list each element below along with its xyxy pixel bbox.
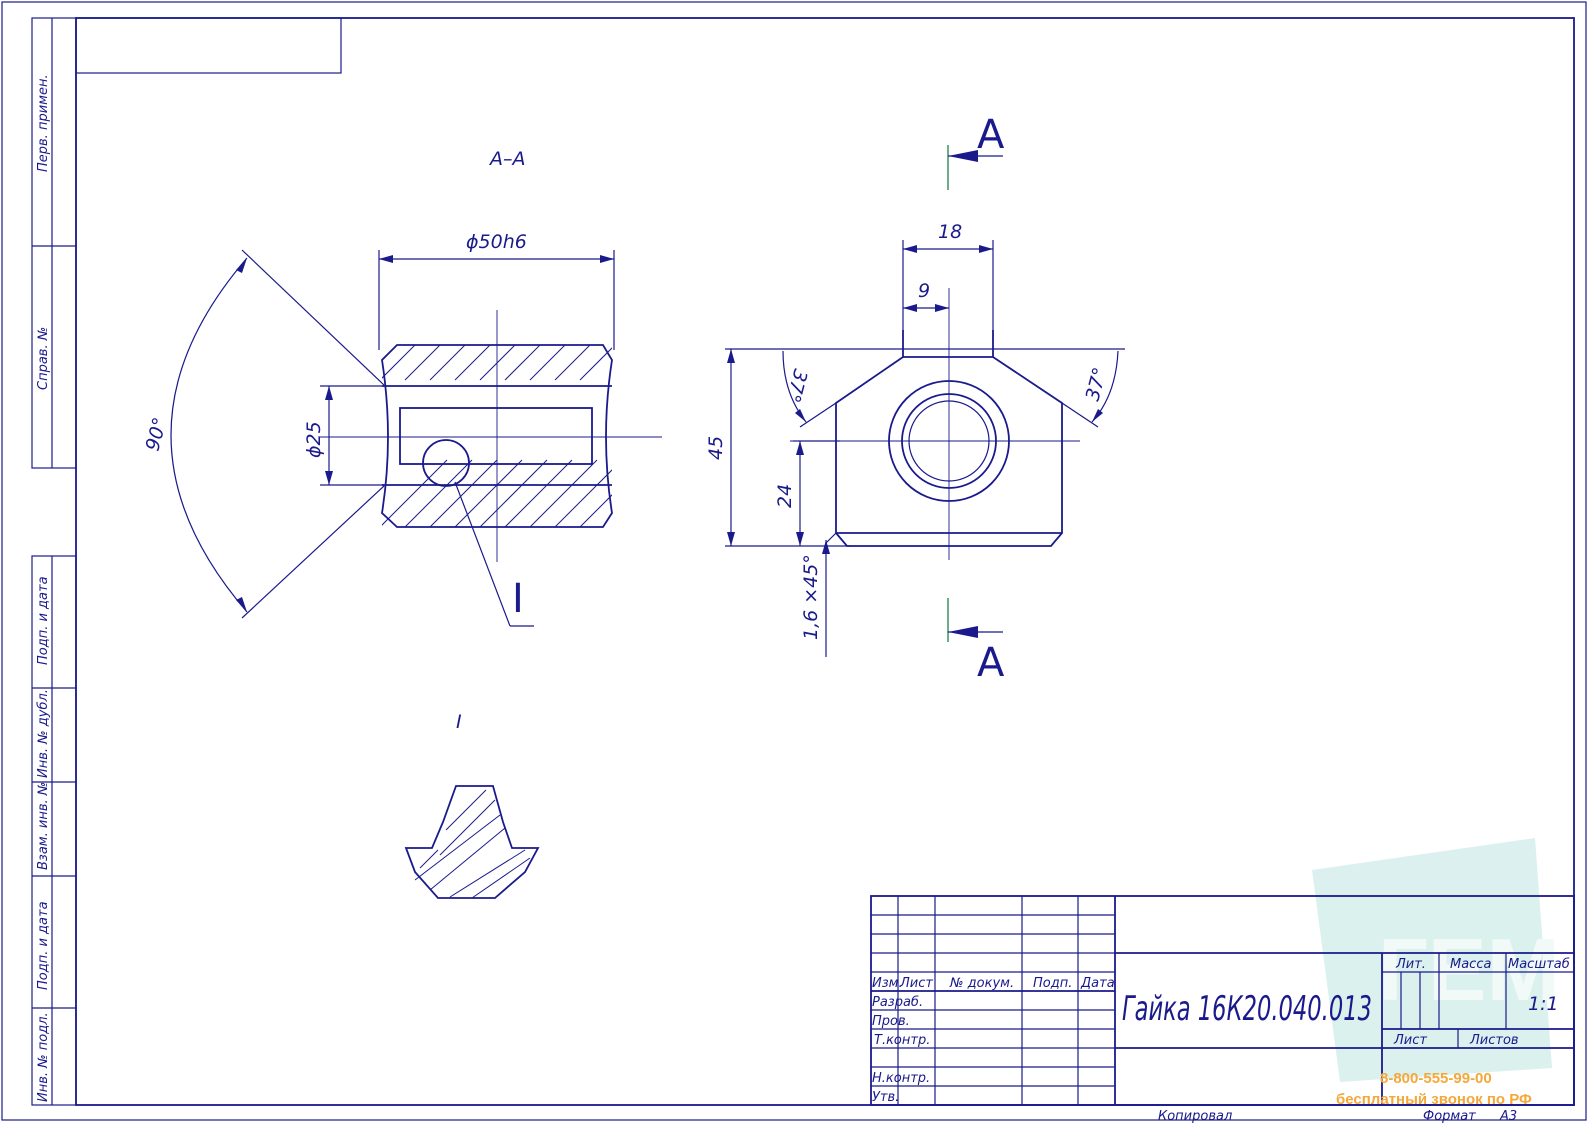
cut-marker-bottom: А [947,598,1005,686]
detail-hatching [414,789,531,899]
cut-letter-bottom: А [977,640,1005,686]
dim-angle-90: 90° [142,249,385,619]
tb-massa: Масса [1450,957,1491,972]
dim-chamfer: 1,6 ×45° [800,532,837,657]
watermark-free-call: бесплатный звонок по РФ [1336,1091,1532,1108]
tb-scale-value: 1:1 [1528,993,1559,1015]
svg-text:ГЕМ: ГЕМ [1378,920,1560,1019]
tb-masshtab: Масштаб [1508,957,1570,972]
detail-title: I [456,711,462,733]
tb-sheet: Лист [1393,1033,1427,1048]
tb-designation: Гайка 16К20.040.013 [1122,989,1372,1029]
dim-dia-inner-label: ϕ25 [303,421,325,458]
top-left-box [75,17,342,74]
dim-height-24-label: 24 [774,484,796,508]
watermark-phone: 8-800-555-99-00 [1380,1070,1492,1087]
watermark-logo: ГЕМ [1312,838,1560,1082]
sidebar-inv-dubl: Инв. № дубл. [36,689,51,778]
tb-lit: Лит. [1395,957,1426,972]
dim-angle-37-left: 37° [781,350,837,428]
dim-width-9: 9 [903,280,949,312]
tb-col-izm: Изм. [872,976,903,991]
front-view [790,288,1080,560]
tb-format-label: Формат [1423,1109,1476,1124]
dim-height-45: 45 [705,348,1125,547]
tb-row-razrab: Разраб. [872,995,923,1010]
sidebar-perv-primen: Перв. примен. [36,74,51,172]
dim-dia-outer: ϕ50h6 [378,231,615,350]
sidebar-inv-podl: Инв. № подл. [36,1012,51,1102]
section-view [320,310,662,562]
dim-dia-inner: ϕ25 [303,385,384,486]
dim-angle-37-right: 37° [1061,350,1119,428]
dim-dia-outer-label: ϕ50h6 [466,231,527,253]
section-label: А–А [488,148,526,170]
tb-row-tkontr: Т.контр. [874,1033,930,1048]
dim-width-18: 18 [902,221,994,332]
sidebar-vzam-inv: Взам. инв. № [36,782,51,870]
tb-row-nkontr: Н.контр. [872,1071,930,1086]
cross-hole [422,439,470,487]
tb-col-docum: № докум. [949,976,1014,991]
title-block: Изм. Лист № докум. Подп. Дата Разраб. Пр… [870,895,1575,1106]
sidebar-podp-data-1: Подп. и дата [36,576,51,665]
sidebar-strip-outer [31,17,77,469]
sidebar-podp-data-2: Подп. и дата [36,901,51,990]
tb-col-data: Дата [1080,976,1115,991]
tb-col-podp: Подп. [1033,976,1072,991]
tb-sheets: Листов [1469,1033,1519,1048]
dim-height-45-label: 45 [705,436,727,460]
tb-col-list: Лист [899,976,933,991]
cut-marker-top: А [947,112,1005,190]
dim-width-9-label: 9 [918,280,930,302]
tb-row-utv: Утв. [872,1090,899,1105]
dim-width-18-label: 18 [938,221,962,243]
tb-copied: Копировал [1158,1109,1232,1124]
dim-height-24: 24 [774,440,840,546]
sidebar-strip-lower [31,555,77,1106]
detail-callout: I [512,576,524,622]
detail-leader: I [454,481,534,627]
detail-view [404,785,540,899]
section-hatching [382,345,612,527]
dim-angle-37-right-label: 37° [1082,365,1112,403]
sidebar-sprav-no: Справ. № [36,327,51,390]
dim-angle-37-left-label: 37° [781,367,811,405]
dim-angle-90-label: 90° [142,415,172,453]
dim-chamfer-label: 1,6 ×45° [800,554,822,640]
cut-letter-top: А [977,112,1005,158]
tb-row-prov: Пров. [872,1014,910,1029]
tb-format-value: А3 [1499,1109,1517,1124]
